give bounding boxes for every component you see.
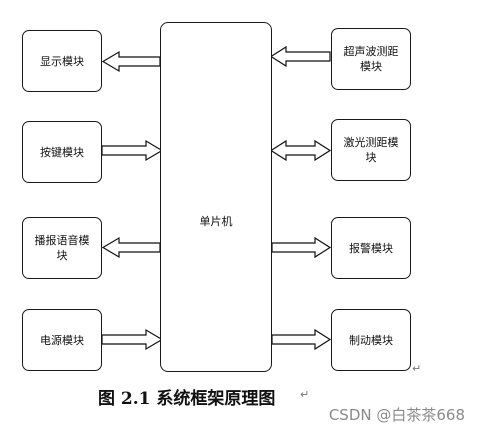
paragraph-mark-side: ↵ <box>412 362 422 375</box>
watermark-text: CSDN @白茶茶668 <box>328 406 465 424</box>
module-voice: 播报语音模块 <box>22 217 102 279</box>
module-alarm: 报警模块 <box>331 217 411 279</box>
paragraph-mark-caption: ↵ <box>300 388 310 401</box>
module-display: 显示模块 <box>22 30 102 92</box>
arrow-laser <box>269 139 332 162</box>
module-laser: 激光测距模块 <box>331 119 411 181</box>
module-ultrasonic: 超声波测距模块 <box>331 28 411 90</box>
figure-caption: 图 2.1 系统框架原理图 <box>98 389 276 409</box>
arrow-power <box>101 328 164 351</box>
arrow-keys <box>101 139 164 162</box>
mcu-block: 单片机 <box>160 22 272 372</box>
arrow-brake <box>271 328 332 351</box>
arrow-ultrasonic <box>269 45 331 68</box>
module-power: 电源模块 <box>22 309 102 371</box>
module-brake: 制动模块 <box>331 309 411 371</box>
arrow-voice <box>101 236 161 259</box>
mcu-label: 单片机 <box>199 215 233 228</box>
module-keys: 按键模块 <box>22 121 102 183</box>
arrow-alarm <box>271 236 332 259</box>
arrow-display <box>101 50 161 73</box>
